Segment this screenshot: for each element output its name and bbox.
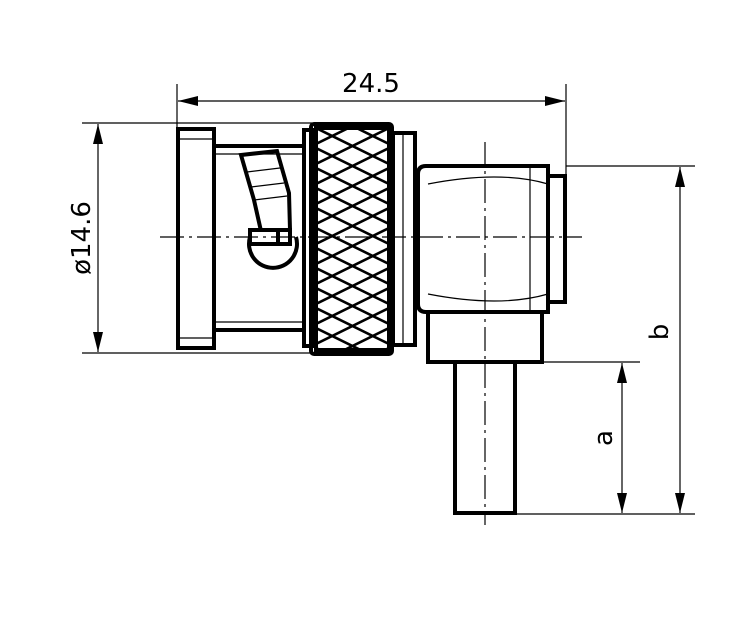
dimension-diameter: ø14.6	[67, 122, 312, 354]
dimension-b-label: b	[645, 324, 675, 341]
center-lines	[160, 142, 582, 525]
dimension-length-label: 24.5	[342, 69, 400, 99]
dimension-a: a	[515, 361, 695, 515]
dimension-b: b	[566, 165, 695, 513]
knurled-coupling-nut	[309, 122, 417, 356]
angle-housing	[416, 164, 567, 314]
dimension-a-label: a	[589, 430, 619, 446]
bayonet-slot	[238, 148, 299, 270]
dimension-diameter-label: ø14.6	[67, 201, 97, 275]
dimension-length: 24.5	[176, 69, 567, 178]
front-flange	[176, 127, 216, 350]
